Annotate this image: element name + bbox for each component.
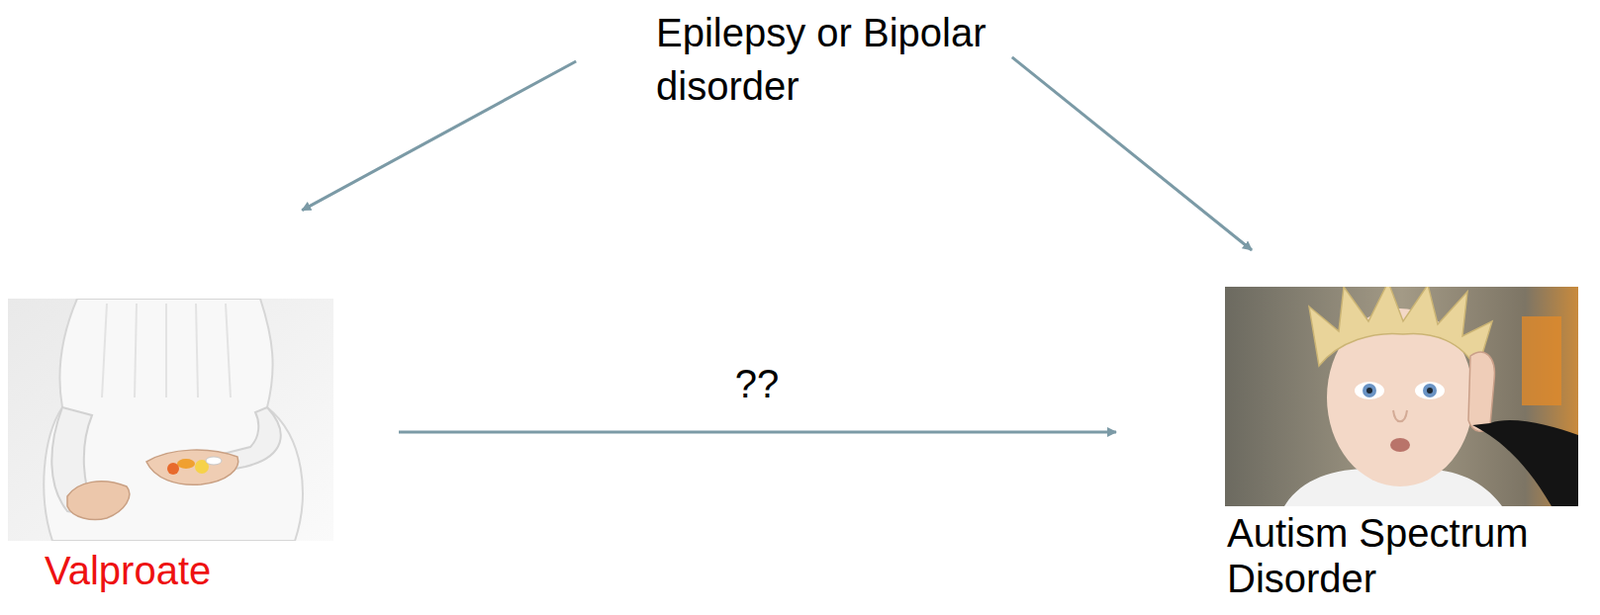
drug-label: Valproate [7,298,334,595]
node-text: Valproate [44,547,334,595]
arrow-connector [1012,57,1252,251]
child-picture [1224,286,1579,507]
pregnant-woman-picture [7,298,334,542]
condition-label: Epilepsy or Bipolar disorder [656,5,998,113]
edge-label: ?? [735,360,780,408]
outcome-label: Autism Spectrum Disorder [1224,286,1579,602]
arrow-connector [398,431,1117,435]
arrow-connector [301,61,576,211]
node-text: Epilepsy or Bipolar disorder [656,5,998,113]
node-text: Autism Spectrum Disorder [1226,510,1579,602]
